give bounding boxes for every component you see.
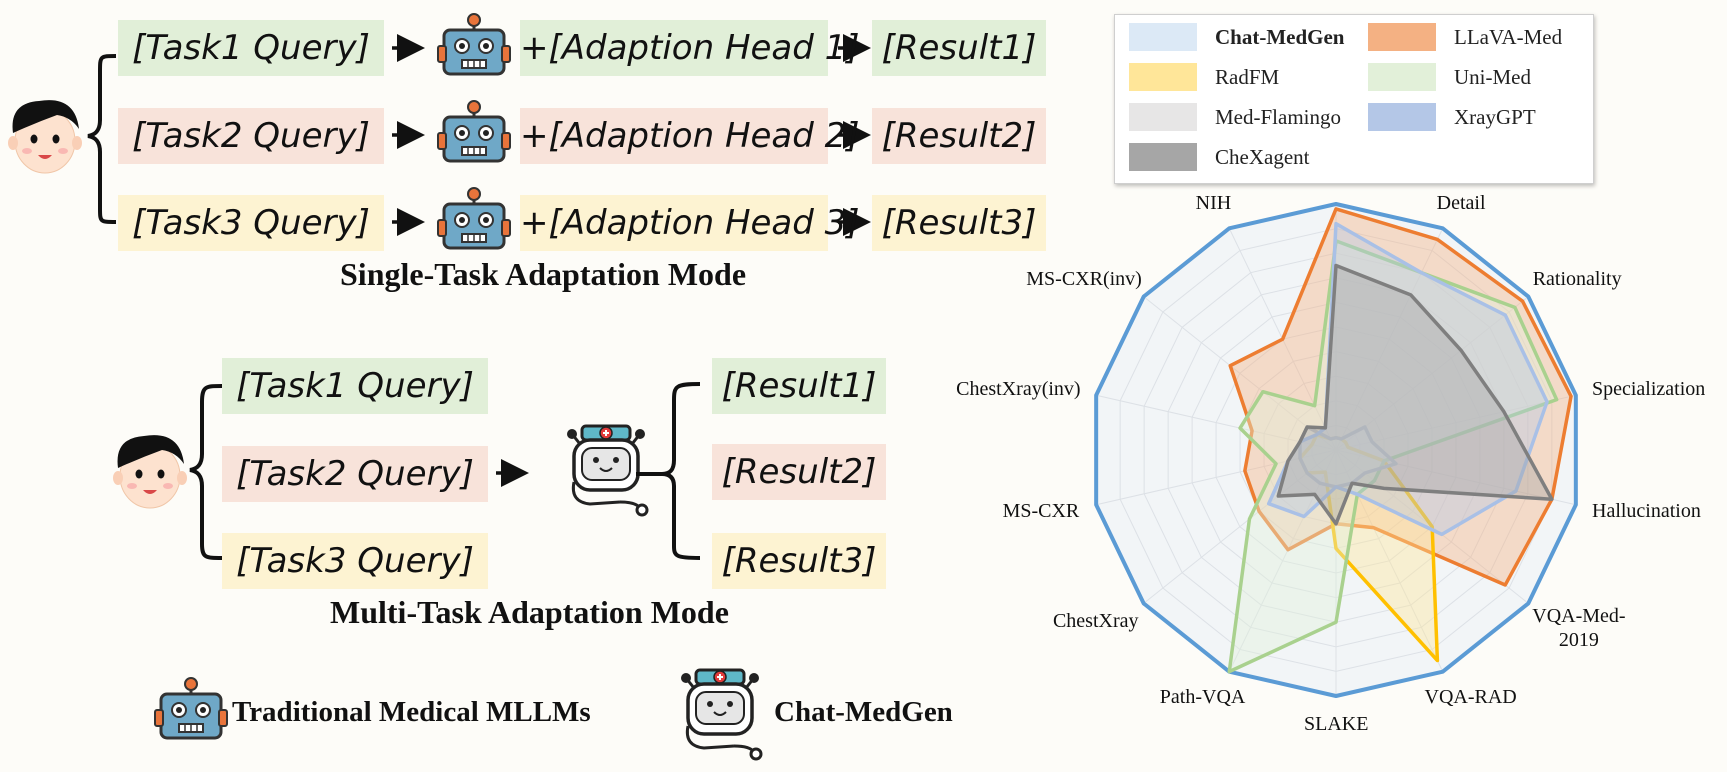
single-result-3: [Result3] xyxy=(872,195,1046,251)
axis-label-line: SLAKE xyxy=(1304,713,1369,735)
radar-spoke xyxy=(1335,394,1576,451)
radar-series-chat-medgen xyxy=(1094,202,1578,698)
axis-label-ms-cxr-inv: MS-CXR(inv) xyxy=(1026,267,1142,291)
axis-label-slake: SLAKE xyxy=(1304,712,1368,736)
multi-result-2: [Result2] xyxy=(712,444,886,500)
adaption-head-2: +[Adaption Head 2] xyxy=(520,108,860,164)
axis-label-line: VQA-RAD xyxy=(1424,685,1517,708)
axis-label-vqa-rad: VQA-RAD xyxy=(1425,685,1517,709)
legend-label: Uni-Med xyxy=(1454,64,1531,89)
radar-spoke xyxy=(1335,449,1444,672)
axis-label-vqa-med-2019: VQA-Med-2019 xyxy=(1532,604,1625,652)
axis-label-line: 2019 xyxy=(1558,629,1599,652)
radar-spoke xyxy=(1143,449,1337,604)
radar-series-xraygpt xyxy=(1266,221,1549,537)
radar-spoke xyxy=(1143,296,1337,451)
axis-label-line: Rationality xyxy=(1532,268,1622,291)
brace-multi-left xyxy=(189,384,223,560)
axis-label-detail: Detail xyxy=(1437,191,1486,215)
axis-label-ms-cxr: MS-CXR xyxy=(1003,499,1080,523)
legend-item-chexagent: CheXagent xyxy=(1129,143,1309,171)
legend-label: Chat-MedGen xyxy=(1215,24,1345,49)
legend-swatch xyxy=(1129,103,1197,131)
legend-item-radfm: RadFM xyxy=(1129,63,1279,91)
axis-label-chestxray-inv: ChestXray(inv) xyxy=(956,377,1080,401)
adaption-head-1: +[Adaption Head 1] xyxy=(520,20,860,76)
single-result-2: [Result2] xyxy=(872,108,1046,164)
radar-series-uni-med xyxy=(1227,239,1559,674)
single-mode-title: Single-Task Adaptation Mode xyxy=(340,256,747,292)
axis-label-line: NIH xyxy=(1195,192,1232,215)
legend-label: CheXagent xyxy=(1215,144,1310,169)
multi-result-3: [Result3] xyxy=(712,533,886,589)
legend-swatch xyxy=(1368,63,1436,91)
multi-query-1: [Task1 Query] xyxy=(222,358,488,414)
traditional-label: Traditional Medical MLLMs xyxy=(232,696,591,728)
axis-label-nih: NIH xyxy=(1196,191,1232,215)
brace-single xyxy=(87,54,117,224)
axis-label-line: Detail xyxy=(1436,192,1486,215)
axis-label-line: MS-CXR(inv) xyxy=(1026,268,1142,291)
adaption-head-3: +[Adaption Head 3] xyxy=(520,195,860,251)
single-query-2: [Task2 Query] xyxy=(118,108,384,164)
axis-label-chestxray: ChestXray xyxy=(1053,609,1139,633)
axis-label-hallucination: Hallucination xyxy=(1592,499,1701,523)
legend-item-med-flamingo: Med-Flamingo xyxy=(1129,103,1341,131)
legend-swatch xyxy=(1368,103,1436,131)
multi-result-1: [Result1] xyxy=(712,358,886,414)
radar-spoke xyxy=(1228,449,1337,672)
chatmedgen-label: Chat-MedGen xyxy=(774,696,953,728)
single-query-1: [Task1 Query] xyxy=(118,20,384,76)
axis-label-rationality: Rationality xyxy=(1533,267,1622,291)
brace-multi-right xyxy=(636,382,701,560)
axis-label-path-vqa: Path-VQA xyxy=(1160,685,1246,709)
legend-item-xraygpt: XrayGPT xyxy=(1368,103,1536,131)
legend-item-llava-med: LLaVA-Med xyxy=(1368,23,1562,51)
legend-label: LLaVA-Med xyxy=(1454,24,1563,49)
axis-label-specialization: Specialization xyxy=(1592,377,1705,401)
legend-item-uni-med: Uni-Med xyxy=(1368,63,1531,91)
legend-swatch xyxy=(1129,143,1197,171)
axis-label-line: Hallucination xyxy=(1592,499,1701,522)
radar-spoke xyxy=(1335,228,1444,451)
legend-label: RadFM xyxy=(1215,64,1280,89)
axis-label-line: Specialization xyxy=(1591,378,1706,401)
multi-query-2: [Task2 Query] xyxy=(222,446,488,502)
legend-item-chat-medgen: Chat-MedGen xyxy=(1129,23,1345,51)
legend-swatch xyxy=(1129,63,1197,91)
multi-query-3: [Task3 Query] xyxy=(222,533,488,589)
single-query-3: [Task3 Query] xyxy=(118,195,384,251)
legend-label: XrayGPT xyxy=(1454,104,1536,129)
single-arrows xyxy=(392,34,871,236)
axis-label-line: MS-CXR xyxy=(1002,499,1080,522)
axis-label-line: ChestXray(inv) xyxy=(956,378,1081,401)
radar-spoke xyxy=(1335,296,1529,451)
axis-label-line: VQA-Med- xyxy=(1532,605,1626,628)
radar-spoke xyxy=(1096,449,1337,506)
legend-label: Med-Flamingo xyxy=(1215,104,1341,129)
multi-mode-title: Multi-Task Adaptation Mode xyxy=(330,594,729,630)
legend-swatch xyxy=(1129,23,1197,51)
axis-label-line: Path-VQA xyxy=(1159,685,1246,708)
axis-label-line: ChestXray xyxy=(1052,609,1139,632)
radar-series-chexagent xyxy=(1276,263,1554,526)
single-result-1: [Result1] xyxy=(872,20,1046,76)
radar-spoke xyxy=(1096,394,1337,451)
legend-swatch xyxy=(1368,23,1436,51)
